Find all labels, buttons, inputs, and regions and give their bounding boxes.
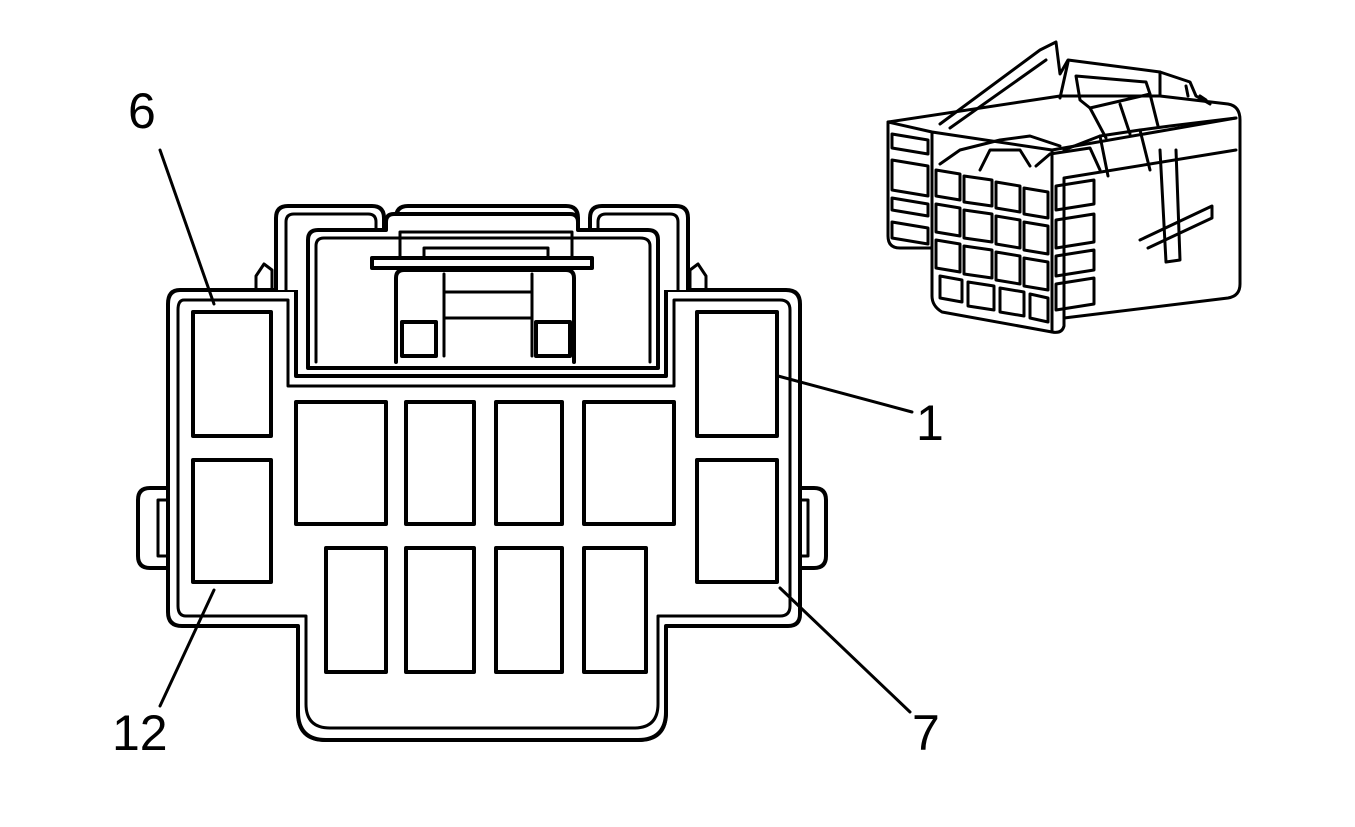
cavity-6 [191, 310, 273, 438]
pin-label-6: 6 [128, 83, 156, 139]
pin-label-1: 1 [916, 395, 944, 451]
cavity-9 [494, 546, 564, 674]
pin-label-7: 7 [912, 705, 940, 761]
connector-isometric-view [886, 40, 1242, 334]
cavity-8 [582, 546, 648, 674]
cavity-5 [294, 400, 388, 526]
connector-body-inner-outline [176, 298, 792, 730]
leader-line-1 [776, 374, 914, 414]
connector-top-lock-housing [254, 204, 708, 370]
leader-line-7 [778, 586, 912, 714]
leader-line-12 [158, 588, 216, 708]
connector-left-latch-tab [136, 486, 170, 570]
cavity-11 [324, 546, 388, 674]
connector-right-latch-tab [796, 486, 828, 570]
cavity-3 [494, 400, 564, 526]
cavity-1 [695, 310, 779, 438]
cavity-2 [582, 400, 676, 526]
cavity-12 [191, 458, 273, 584]
leader-line-6 [158, 148, 216, 306]
pin-label-12: 12 [112, 705, 168, 761]
cavity-4 [404, 400, 476, 526]
cavity-10 [404, 546, 476, 674]
cavity-7 [695, 458, 779, 584]
